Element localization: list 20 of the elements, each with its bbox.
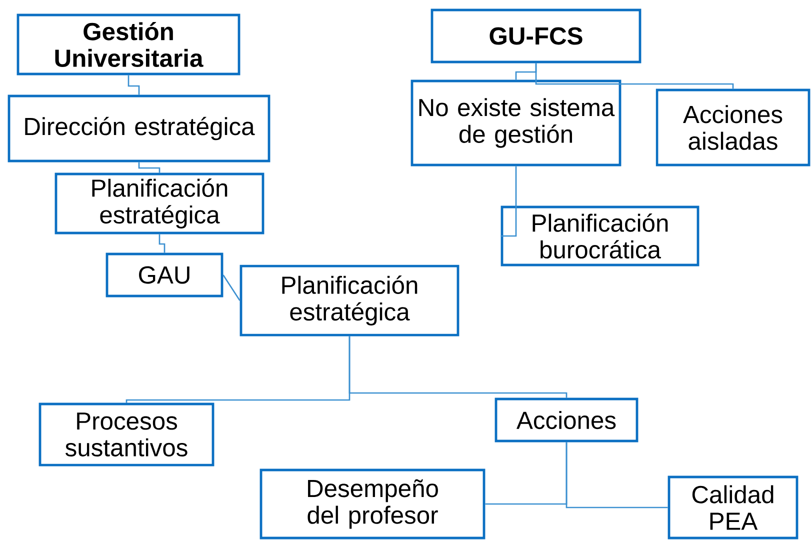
text-box: Gestión Universitaria bbox=[16, 14, 240, 76]
text-box: Acciones bbox=[494, 398, 638, 442]
connector bbox=[500, 166, 517, 237]
text-box: Procesos sustantivos bbox=[38, 402, 214, 466]
text-box: Calidad PEA bbox=[668, 476, 798, 540]
text-box: Planificación burocrática bbox=[500, 206, 700, 266]
connector bbox=[566, 442, 668, 508]
connector bbox=[158, 234, 166, 253]
text-box: Acciones aisladas bbox=[656, 88, 810, 166]
text-box: No existe sistema de gestión bbox=[410, 80, 622, 166]
text-box: Desempeño del profesor bbox=[260, 468, 486, 540]
text-box: Dirección estratégica bbox=[8, 94, 270, 162]
connector bbox=[138, 162, 160, 173]
text-box: GU-FCS bbox=[430, 8, 642, 64]
connector bbox=[535, 63, 734, 89]
text-box: GAU bbox=[106, 252, 224, 298]
connector bbox=[348, 336, 568, 398]
text-box: Planificación estratégica bbox=[240, 264, 460, 336]
text-box: Planificación estratégica bbox=[54, 172, 264, 234]
connector bbox=[128, 75, 140, 95]
